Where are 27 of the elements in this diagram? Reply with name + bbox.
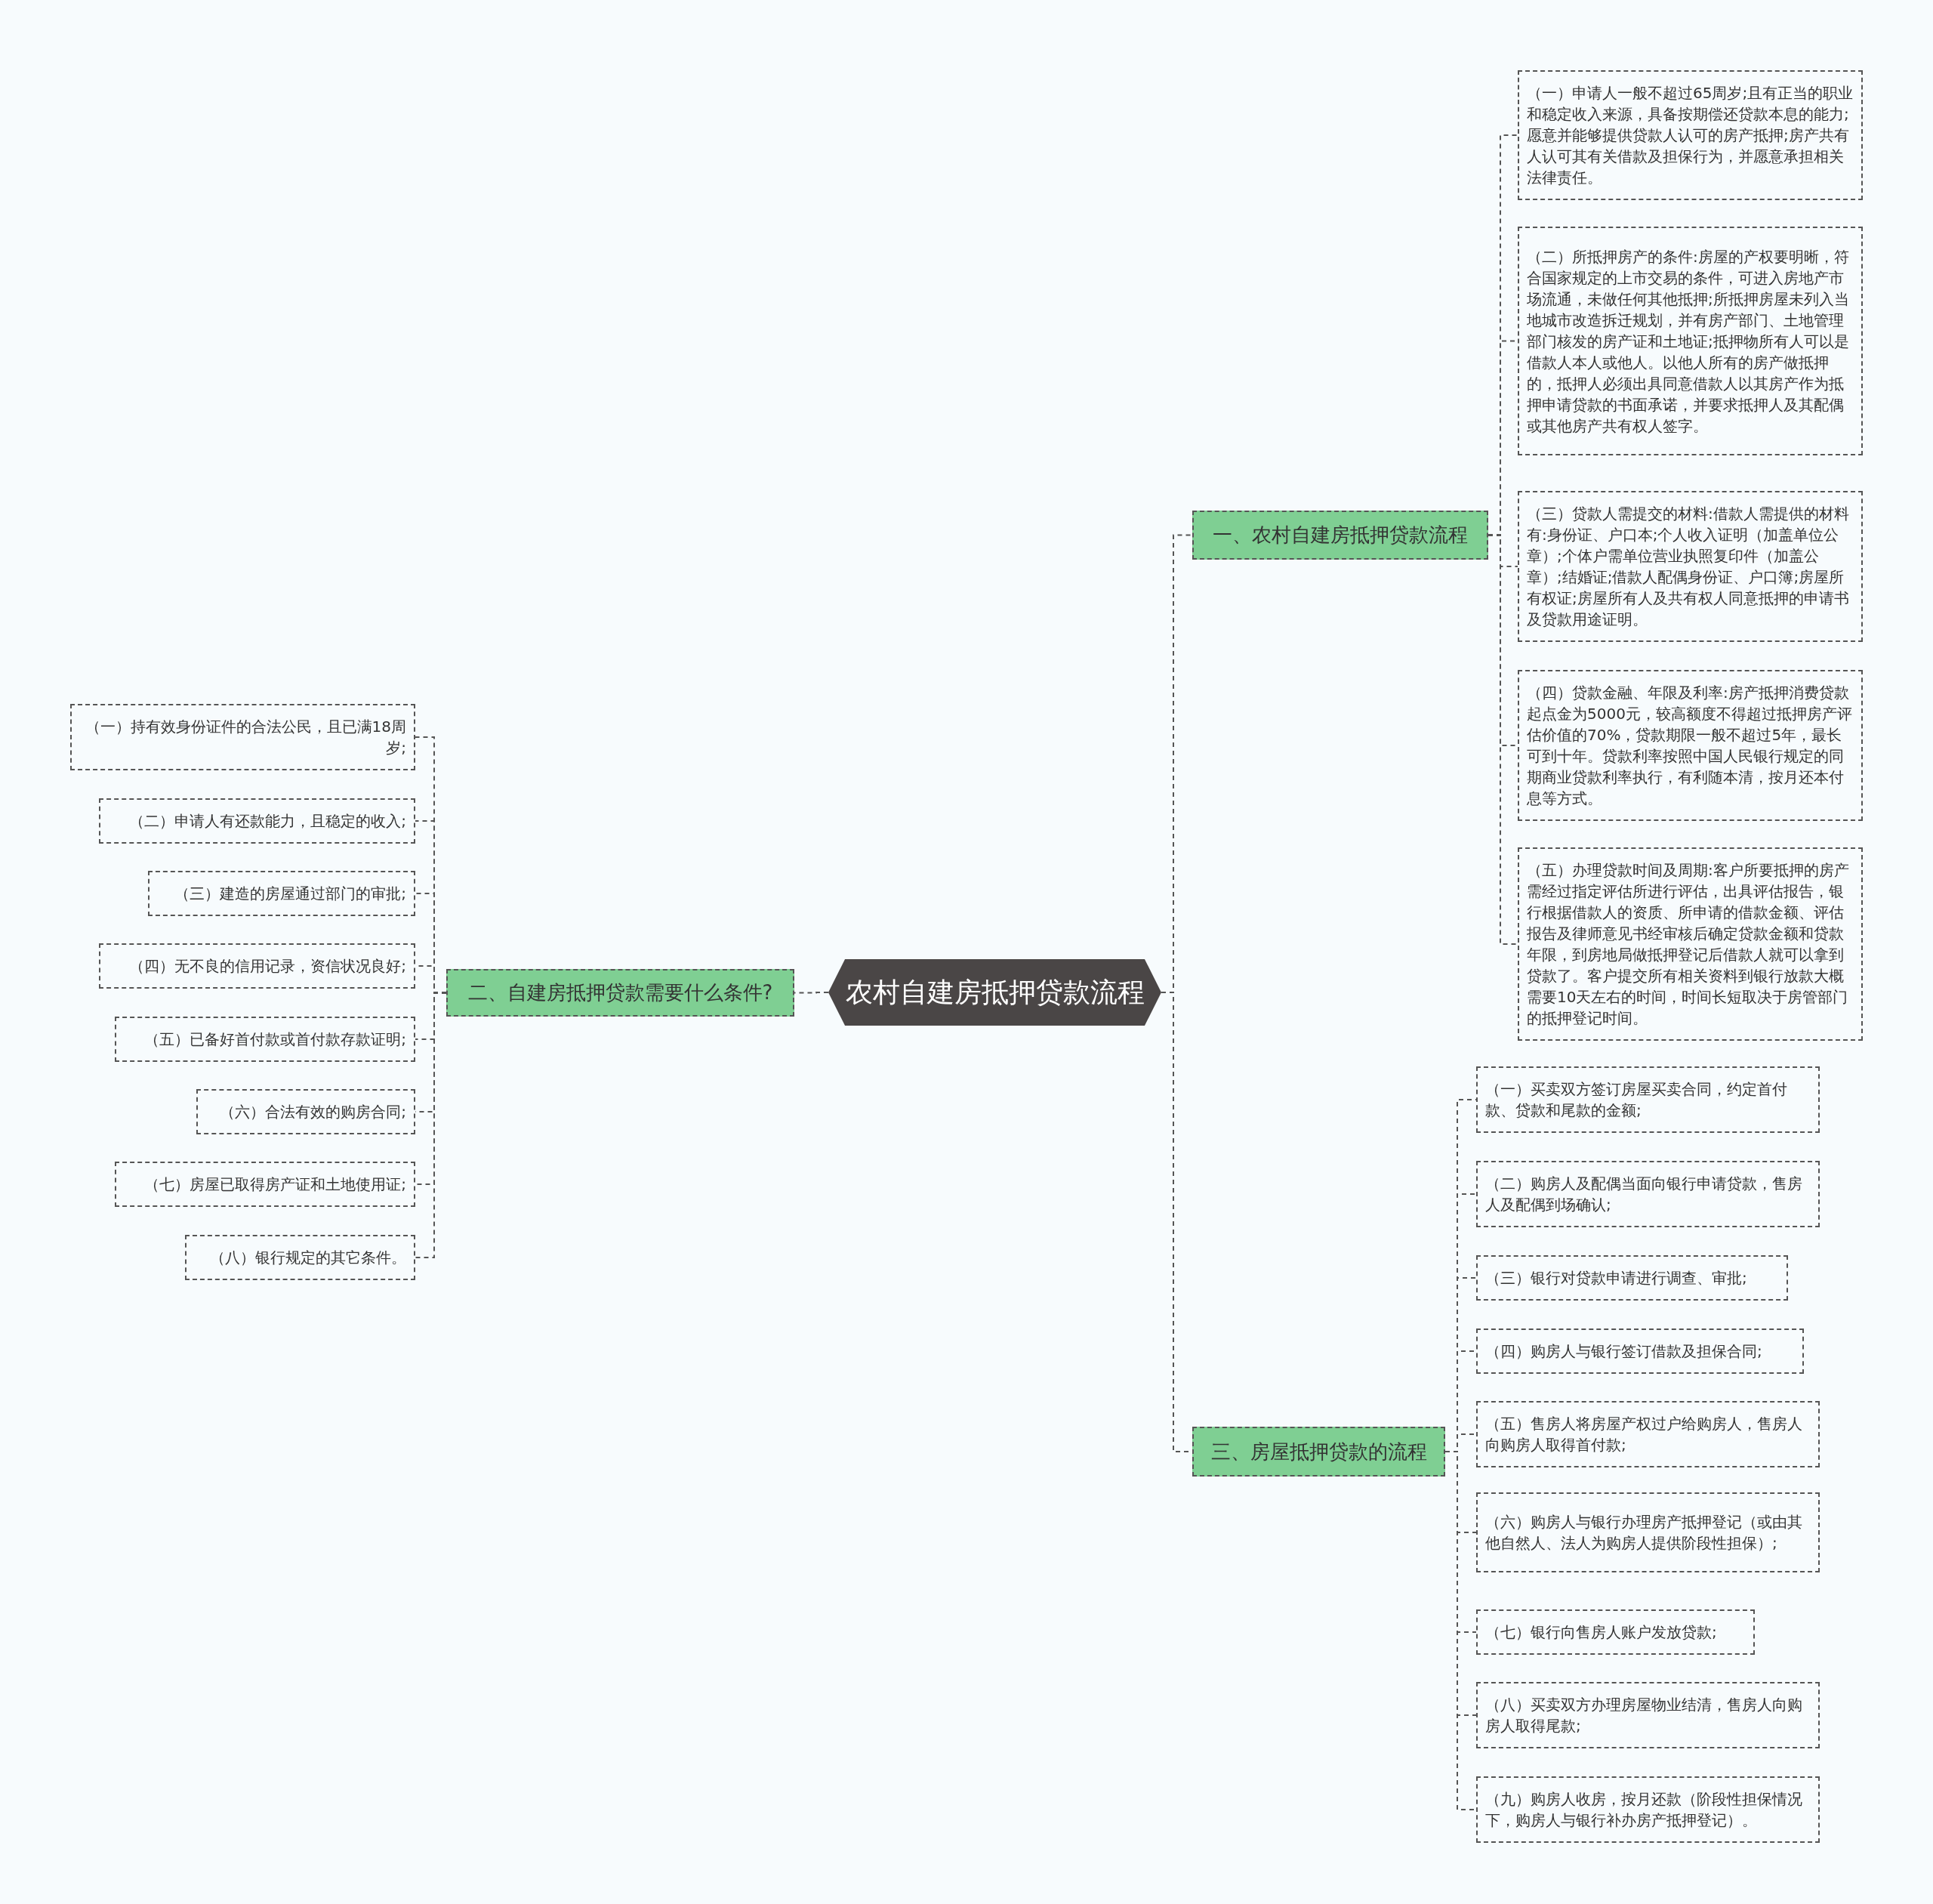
detail-box: （四）购房人与银行签订借款及担保合同;: [1476, 1328, 1804, 1374]
detail-box: （九）购房人收房，按月还款（阶段性担保情况下，购房人与银行补办房产抵押登记）。: [1476, 1776, 1820, 1843]
detail-box: （八）银行规定的其它条件。: [185, 1235, 415, 1280]
detail-box: （二）购房人及配偶当面向银行申请贷款，售房人及配偶到场确认;: [1476, 1161, 1820, 1227]
detail-box: （一）买卖双方签订房屋买卖合同，约定首付款、贷款和尾款的金额;: [1476, 1066, 1820, 1133]
detail-box: （五）已备好首付款或首付款存款证明;: [115, 1017, 415, 1062]
detail-box: （四）贷款金融、年限及利率:房产抵押消费贷款起点金为5000元，较高额度不得超过抵押房产评估价值的70%，贷款期限一般不超过5年，最长可到十年。贷款利率按照中国人民银行规定的同期商业贷款利率执行，有利随本清，按月还本付息等方式。: [1518, 670, 1863, 821]
detail-box: （五）办理贷款时间及周期:客户所要抵押的房产需经过指定评估所进行评估，出具评估报告，银行根据借款人的资质、所申请的借款金额、评估报告及律师意见书经审核后确定贷款金额和贷款年限，到房地局做抵押登记后借款人就可以拿到贷款了。客户提交所有相关资料到银行放款大概需要10天左右的时间，时间长短取决于房管部门的抵押登记时间。: [1518, 847, 1863, 1041]
detail-box: （五）售房人将房屋产权过户给购房人，售房人向购房人取得首付款;: [1476, 1401, 1820, 1467]
root-topic-text: 农村自建房抵押贷款流程: [845, 975, 1145, 1009]
detail-box: （一）持有效身份证件的合法公民，且已满18周岁;: [70, 704, 415, 770]
detail-box: （三）银行对贷款申请进行调查、审批;: [1476, 1255, 1788, 1301]
detail-box: （六）合法有效的购房合同;: [196, 1089, 415, 1134]
detail-box: （七）银行向售房人账户发放贷款;: [1476, 1609, 1755, 1655]
branch-topic-box: 二、自建房抵押贷款需要什么条件?: [446, 969, 794, 1017]
detail-box: （六）购房人与银行办理房产抵押登记（或由其他自然人、法人为购房人提供阶段性担保）;: [1476, 1492, 1820, 1572]
detail-box: （八）买卖双方办理房屋物业结清，售房人向购房人取得尾款;: [1476, 1682, 1820, 1748]
branch-topic-box: 一、农村自建房抵押贷款流程: [1192, 511, 1488, 560]
detail-box: （一）申请人一般不超过65周岁;且有正当的职业和稳定收入来源，具备按期偿还贷款本息的能力;愿意并能够提供贷款人认可的房产抵押;房产共有人认可其有关借款及担保行为，并愿意承担相关法律责任。: [1518, 70, 1863, 200]
detail-box: （二）所抵押房产的条件:房屋的产权要明晰，符合国家规定的上市交易的条件，可进入房地产市场流通，未做任何其他抵押;所抵押房屋未列入当地城市改造拆迁规划，并有房产部门、土地管理部门核发的房产证和土地证;抵押物所有人可以是借款人本人或他人。以他人所有的房产做抵押的，抵押人必须出具同意借款人以其房产作为抵押申请贷款的书面承诺，并要求抵押人及其配偶或其他房产共有权人签字。: [1518, 227, 1863, 455]
branch-topic-box: 三、房屋抵押贷款的流程: [1192, 1427, 1445, 1477]
detail-box: （三）贷款人需提交的材料:借款人需提供的材料有:身份证、户口本;个人收入证明（加盖单位公章）;个体户需单位营业执照复印件（加盖公章）;结婚证;借款人配偶身份证、户口簿;房屋所有权证;房屋所有人及共有权人同意抵押的申请书及贷款用途证明。: [1518, 491, 1863, 642]
detail-box: （四）无不良的信用记录，资信状况良好;: [99, 943, 415, 989]
root-topic-hexagon: [828, 959, 1161, 1026]
detail-box: （三）建造的房屋通过部门的审批;: [148, 871, 415, 916]
detail-box: （七）房屋已取得房产证和土地使用证;: [115, 1162, 415, 1207]
detail-box: （二）申请人有还款能力，且稳定的收入;: [99, 798, 415, 844]
